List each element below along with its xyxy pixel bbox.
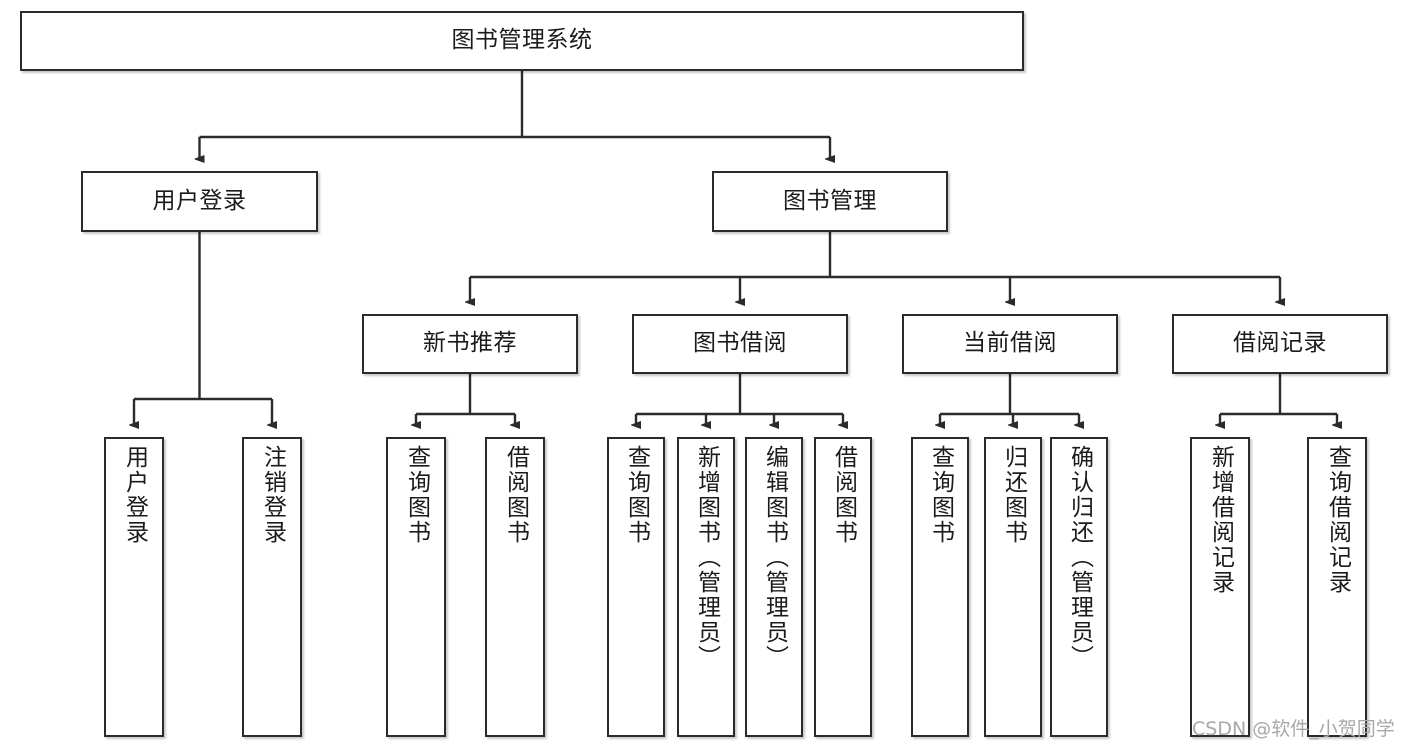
node-label: 图书管理 [783, 187, 877, 214]
node-label: 用户登录 [152, 187, 247, 214]
node-leaf-query-book-3[interactable]: 查询图书 [911, 437, 969, 737]
node-leaf-add-record[interactable]: 新增借阅记录 [1190, 437, 1250, 737]
node-borrow-record[interactable]: 借阅记录 [1172, 314, 1388, 374]
node-label: 查询图书 [927, 445, 954, 545]
node-label: 当前借阅 [963, 330, 1057, 357]
node-leaf-return-book[interactable]: 归还图书 [984, 437, 1042, 737]
node-user-login[interactable]: 用户登录 [81, 171, 318, 232]
node-new-book-rec[interactable]: 新书推荐 [362, 314, 578, 374]
node-label: 确认归还（管理员） [1066, 445, 1093, 670]
node-leaf-borrow-book-2[interactable]: 借阅图书 [814, 437, 872, 737]
node-leaf-borrow-book-rec[interactable]: 借阅图书 [485, 437, 545, 737]
node-leaf-confirm-return[interactable]: 确认归还（管理员） [1050, 437, 1108, 737]
node-label: 查询图书 [403, 445, 430, 545]
node-label: 借阅图书 [502, 445, 529, 545]
node-label: 新书推荐 [423, 330, 517, 357]
node-leaf-query-book-rec[interactable]: 查询图书 [386, 437, 446, 737]
node-book-borrow[interactable]: 图书借阅 [632, 314, 848, 374]
node-label: 借阅图书 [830, 445, 857, 545]
node-label: 新增图书（管理员） [693, 445, 720, 670]
csdn-watermark: CSDN @软件_小贺同学 [1192, 718, 1395, 740]
node-label: 新增借阅记录 [1207, 445, 1234, 595]
node-current-borrow[interactable]: 当前借阅 [902, 314, 1118, 374]
node-label: 借阅记录 [1233, 330, 1327, 357]
node-label: 编辑图书（管理员） [761, 445, 788, 670]
node-label: 图书管理系统 [451, 27, 593, 54]
node-leaf-edit-book[interactable]: 编辑图书（管理员） [745, 437, 803, 737]
node-label: 图书借阅 [693, 330, 787, 357]
node-label: 归还图书 [1000, 445, 1027, 545]
node-label: 查询借阅记录 [1324, 445, 1351, 595]
node-label: 查询图书 [623, 445, 650, 545]
node-label: 注销登录 [259, 445, 286, 545]
node-book-manage[interactable]: 图书管理 [712, 171, 948, 232]
node-root[interactable]: 图书管理系统 [20, 11, 1024, 71]
node-label: 用户登录 [121, 445, 148, 545]
node-leaf-logout[interactable]: 注销登录 [242, 437, 302, 737]
node-leaf-query-book-2[interactable]: 查询图书 [607, 437, 665, 737]
node-leaf-add-book[interactable]: 新增图书（管理员） [677, 437, 735, 737]
node-leaf-query-record[interactable]: 查询借阅记录 [1307, 437, 1367, 737]
node-leaf-user-login[interactable]: 用户登录 [104, 437, 164, 737]
